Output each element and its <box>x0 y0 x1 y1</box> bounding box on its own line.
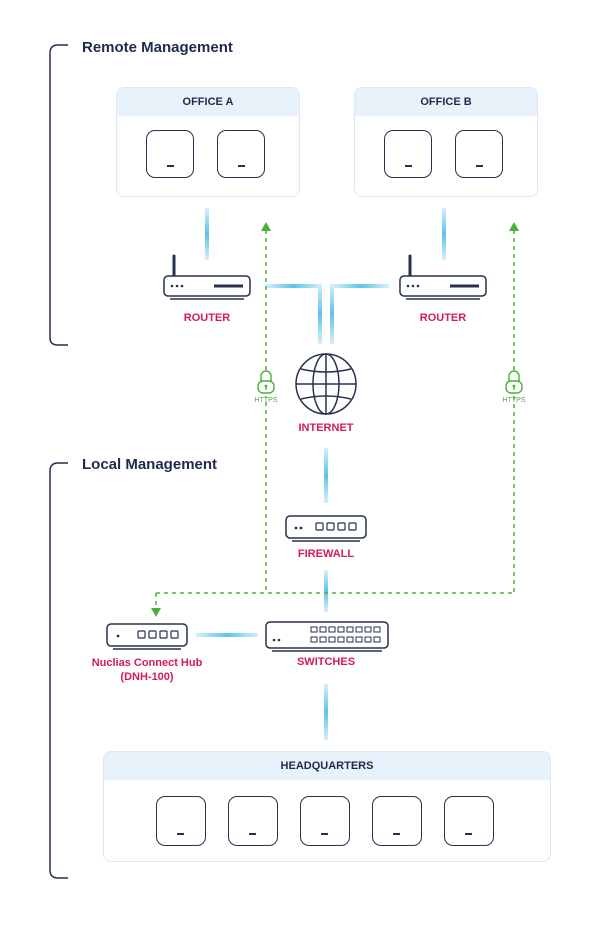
access-point-icon <box>156 796 206 846</box>
firewall-switch-link <box>324 570 328 612</box>
office-a-uplink <box>205 208 209 260</box>
office-b-title: OFFICE B <box>355 88 537 116</box>
access-point-icon <box>372 796 422 846</box>
local-management-title: Local Management <box>82 456 218 473</box>
access-point-icon <box>228 796 278 846</box>
router-icon <box>163 254 251 300</box>
router-icon <box>399 254 487 300</box>
https-arrowheads <box>151 222 519 617</box>
https-b-label: HTTPS <box>502 397 526 404</box>
office-b-panel: OFFICE B <box>354 87 538 197</box>
firewall-icon <box>285 515 367 542</box>
router-a-internet-link <box>265 284 322 344</box>
switch-headquarters-link <box>324 684 328 740</box>
hub-label: Nuclias Connect Hub (DNH-100) <box>77 656 217 684</box>
router-b-internet-link <box>330 284 389 344</box>
office-b-uplink <box>442 208 446 260</box>
switch-icon <box>265 621 389 652</box>
https-management-path <box>155 228 515 608</box>
router-b-label: ROUTER <box>419 312 467 324</box>
remote-management-title: Remote Management <box>82 39 233 56</box>
hub-icon <box>106 623 188 650</box>
access-point-icon <box>455 130 503 178</box>
access-point-icon <box>300 796 350 846</box>
headquarters-title: HEADQUARTERS <box>104 752 550 780</box>
switches-label: SWITCHES <box>296 656 356 668</box>
hub-switch-link <box>196 633 258 637</box>
internet-label: INTERNET <box>298 422 354 434</box>
firewall-label: FIREWALL <box>297 548 355 560</box>
access-point-icon <box>384 130 432 178</box>
access-point-icon <box>444 796 494 846</box>
hub-label-line-2: (DNH-100) <box>120 671 174 683</box>
access-point-icon <box>217 130 265 178</box>
router-a-label: ROUTER <box>183 312 231 324</box>
internet-firewall-link <box>324 448 328 503</box>
globe-icon <box>295 353 357 415</box>
headquarters-panel: HEADQUARTERS <box>103 751 551 862</box>
hub-label-line-1: Nuclias Connect Hub <box>91 657 203 669</box>
office-a-title: OFFICE A <box>117 88 299 116</box>
lock-icon <box>257 370 275 394</box>
lock-icon <box>505 370 523 394</box>
access-point-icon <box>146 130 194 178</box>
https-a-label: HTTPS <box>254 397 278 404</box>
office-a-panel: OFFICE A <box>116 87 300 197</box>
